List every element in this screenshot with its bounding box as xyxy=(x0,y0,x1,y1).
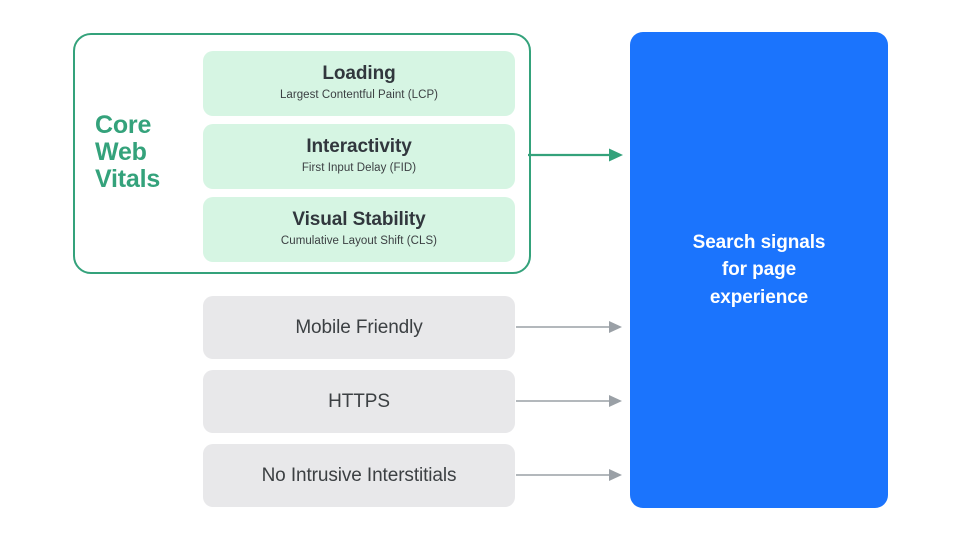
metric-title: Interactivity xyxy=(306,136,412,158)
metric-card-interactivity[interactable]: Interactivity First Input Delay (FID) xyxy=(203,124,515,189)
arrow-mobile-friendly-to-outcome xyxy=(516,321,622,333)
signal-box-mobile-friendly[interactable]: Mobile Friendly xyxy=(203,296,515,359)
signal-box-no-intrusive-interstitials[interactable]: No Intrusive Interstitials xyxy=(203,444,515,507)
metric-title: Visual Stability xyxy=(292,209,426,231)
metric-card-visual-stability[interactable]: Visual Stability Cumulative Layout Shift… xyxy=(203,197,515,262)
core-web-vitals-group-label: Core Web Vitals xyxy=(95,111,161,193)
metric-subtitle: Largest Contentful Paint (LCP) xyxy=(279,88,439,101)
arrow-https-to-outcome xyxy=(516,395,622,407)
metric-title: Loading xyxy=(322,63,396,85)
signal-label: HTTPS xyxy=(328,390,390,412)
arrow-no-intrusive-interstitials-to-outcome xyxy=(516,469,622,481)
arrow-core-web-vitals-to-outcome xyxy=(528,148,623,162)
outcome-box-search-signals[interactable]: Search signals for page experience xyxy=(630,32,888,508)
outcome-text: Search signals for page experience xyxy=(692,231,826,308)
signal-label: Mobile Friendly xyxy=(295,316,423,338)
metric-subtitle: First Input Delay (FID) xyxy=(301,161,417,174)
core-web-vitals-group xyxy=(73,33,531,274)
metric-subtitle: Cumulative Layout Shift (CLS) xyxy=(280,234,438,247)
metric-card-loading[interactable]: Loading Largest Contentful Paint (LCP) xyxy=(203,51,515,116)
signal-box-https[interactable]: HTTPS xyxy=(203,370,515,433)
signal-label: No Intrusive Interstitials xyxy=(261,464,457,486)
